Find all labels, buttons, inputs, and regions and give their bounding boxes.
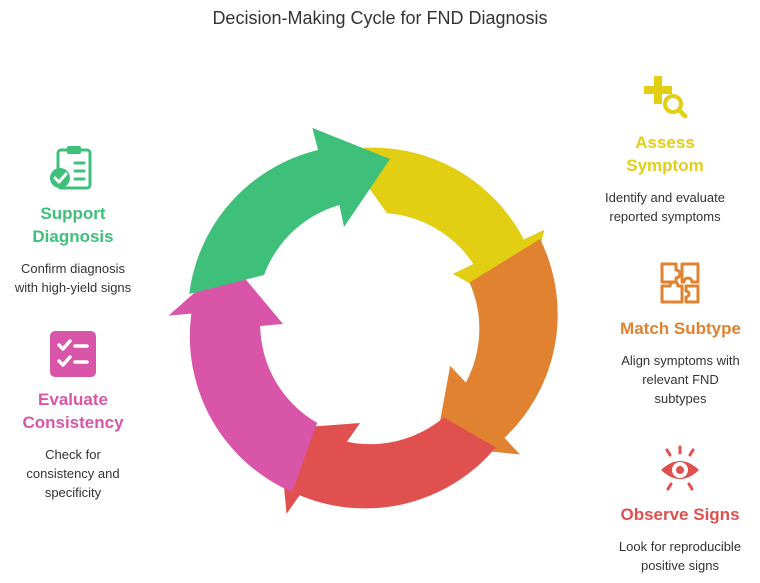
cycle-arrow-support xyxy=(189,127,390,295)
diagram-title: Decision-Making Cycle for FND Diagnosis xyxy=(212,8,548,28)
step-description: Look for reproducible positive signs xyxy=(618,539,742,573)
step-evaluate-consistency: Evaluate Consistency Check for consisten… xyxy=(0,329,146,502)
cycle-arrow-match xyxy=(435,239,558,455)
step-observe-signs: Observe Signs Look for reproducible posi… xyxy=(600,444,760,575)
eye-icon xyxy=(661,445,699,491)
cycle-arrow-evaluate xyxy=(168,261,318,492)
step-match-subtype: Match Subtype Align symptoms with releva… xyxy=(603,258,758,408)
puzzle-icon xyxy=(660,262,699,304)
clipboard-check-icon xyxy=(50,146,92,190)
step-heading: Observe Signs xyxy=(620,505,740,524)
step-heading: Evaluate Consistency xyxy=(22,390,124,432)
step-description: Identify and evaluate reported symptoms xyxy=(605,190,725,224)
step-heading: Match Subtype xyxy=(620,319,741,338)
cycle-arrow-observe xyxy=(278,417,496,514)
plus-magnifier-icon xyxy=(644,76,688,119)
checklist-icon xyxy=(50,331,96,377)
step-support-diagnosis: Support Diagnosis Confirm diagnosis with… xyxy=(0,143,146,297)
step-heading: Support Diagnosis xyxy=(32,204,114,246)
step-description: Check for consistency and specificity xyxy=(26,447,120,500)
step-assess-symptom: Assess Symptom Identify and evaluate rep… xyxy=(590,72,740,226)
step-heading: Assess Symptom xyxy=(626,133,704,175)
step-description: Confirm diagnosis with high-yield signs xyxy=(14,261,132,295)
step-description: Align symptoms with relevant FND subtype… xyxy=(621,353,740,406)
